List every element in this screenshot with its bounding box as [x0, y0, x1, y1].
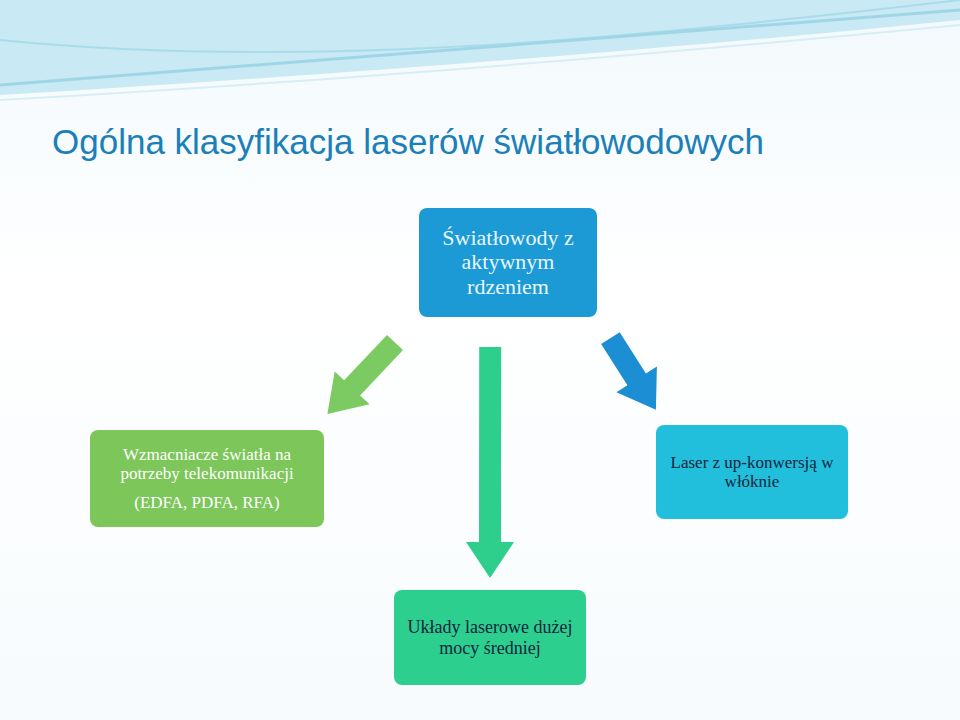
block-arrow: [466, 347, 514, 578]
block-arrow: [601, 332, 657, 410]
category-box: Układy laserowe dużej mocy średniej: [394, 590, 586, 685]
node-label: Światłowody z aktywnym rdzeniem: [431, 226, 585, 300]
block-arrow: [327, 335, 403, 414]
slide-title: Ogólna klasyfikacja laserów światłowodow…: [52, 122, 764, 162]
category-box: Wzmacniacze światła na potrzeby telekomu…: [90, 430, 324, 527]
wave-line: [0, 10, 960, 85]
node-label: Wzmacniacze światła na potrzeby telekomu…: [102, 445, 312, 483]
node-note: (EDFA, PDFA, RFA): [134, 493, 279, 512]
wave-line: [0, 0, 960, 52]
category-box: Laser z up-konwersją w włóknie: [656, 425, 848, 519]
node-label: Laser z up-konwersją w włóknie: [668, 453, 836, 491]
source-box: Światłowody z aktywnym rdzeniem: [419, 208, 597, 317]
wave-band: [0, 0, 960, 95]
wave-line: [0, 25, 960, 100]
node-label: Układy laserowe dużej mocy średniej: [406, 617, 574, 657]
